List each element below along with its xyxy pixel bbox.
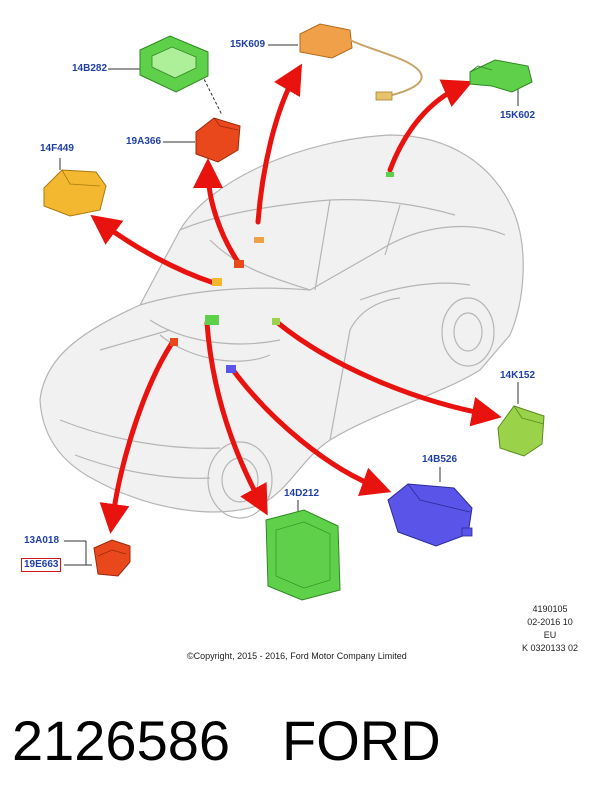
module-15K609: [299, 23, 423, 101]
callout-arrows: [90, 63, 502, 534]
module-13A018: [93, 539, 131, 577]
arrow-14D212: [204, 320, 268, 516]
label-19A366: 19A366: [126, 136, 162, 147]
arrow-19A366: [193, 158, 241, 265]
module-14F449: [43, 169, 107, 217]
footer-caption: 2126586 FORD: [12, 706, 592, 776]
arrow-14B526: [230, 367, 392, 497]
arrow-15K602: [387, 79, 473, 173]
label-19E663: 19E663: [21, 558, 62, 572]
module-15K602: [469, 59, 533, 93]
stamp-line: 02-2016 10: [527, 617, 573, 627]
arrow-15K609: [255, 63, 303, 225]
module-14K152: [497, 405, 545, 457]
module-14B282: [139, 35, 209, 93]
label-14D212: 14D212: [284, 488, 320, 499]
stamp-line: EU: [543, 630, 557, 640]
location-markers: [170, 172, 394, 373]
label-14K152: 14K152: [500, 370, 536, 381]
part-number: 2126586: [12, 709, 231, 772]
copyright-notice: ©Copyright, 2015 - 2016, Ford Motor Comp…: [187, 651, 407, 661]
module-14B526: [387, 483, 473, 547]
label-15K609: 15K609: [230, 39, 266, 50]
parts-diagram: [39, 23, 545, 601]
stamp-line: 4190105: [532, 604, 568, 614]
label-14F449: 14F449: [40, 143, 74, 154]
arrow-14K152: [275, 320, 502, 427]
label-14B282: 14B282: [72, 63, 108, 74]
label-13A018: 13A018: [24, 535, 60, 546]
module-14D212: [265, 509, 341, 601]
label-15K602: 15K602: [500, 110, 536, 121]
arrow-14F449: [90, 214, 217, 286]
stamp-line: K 0320133 02: [521, 643, 579, 653]
module-19A366: [195, 117, 241, 163]
arrow-13A018: [99, 340, 175, 534]
brand-name: FORD: [282, 709, 441, 772]
label-14B526: 14B526: [422, 454, 458, 465]
drawing-reference-stamp: 4190105 02-2016 10 EU K 0320133 02: [508, 603, 592, 655]
